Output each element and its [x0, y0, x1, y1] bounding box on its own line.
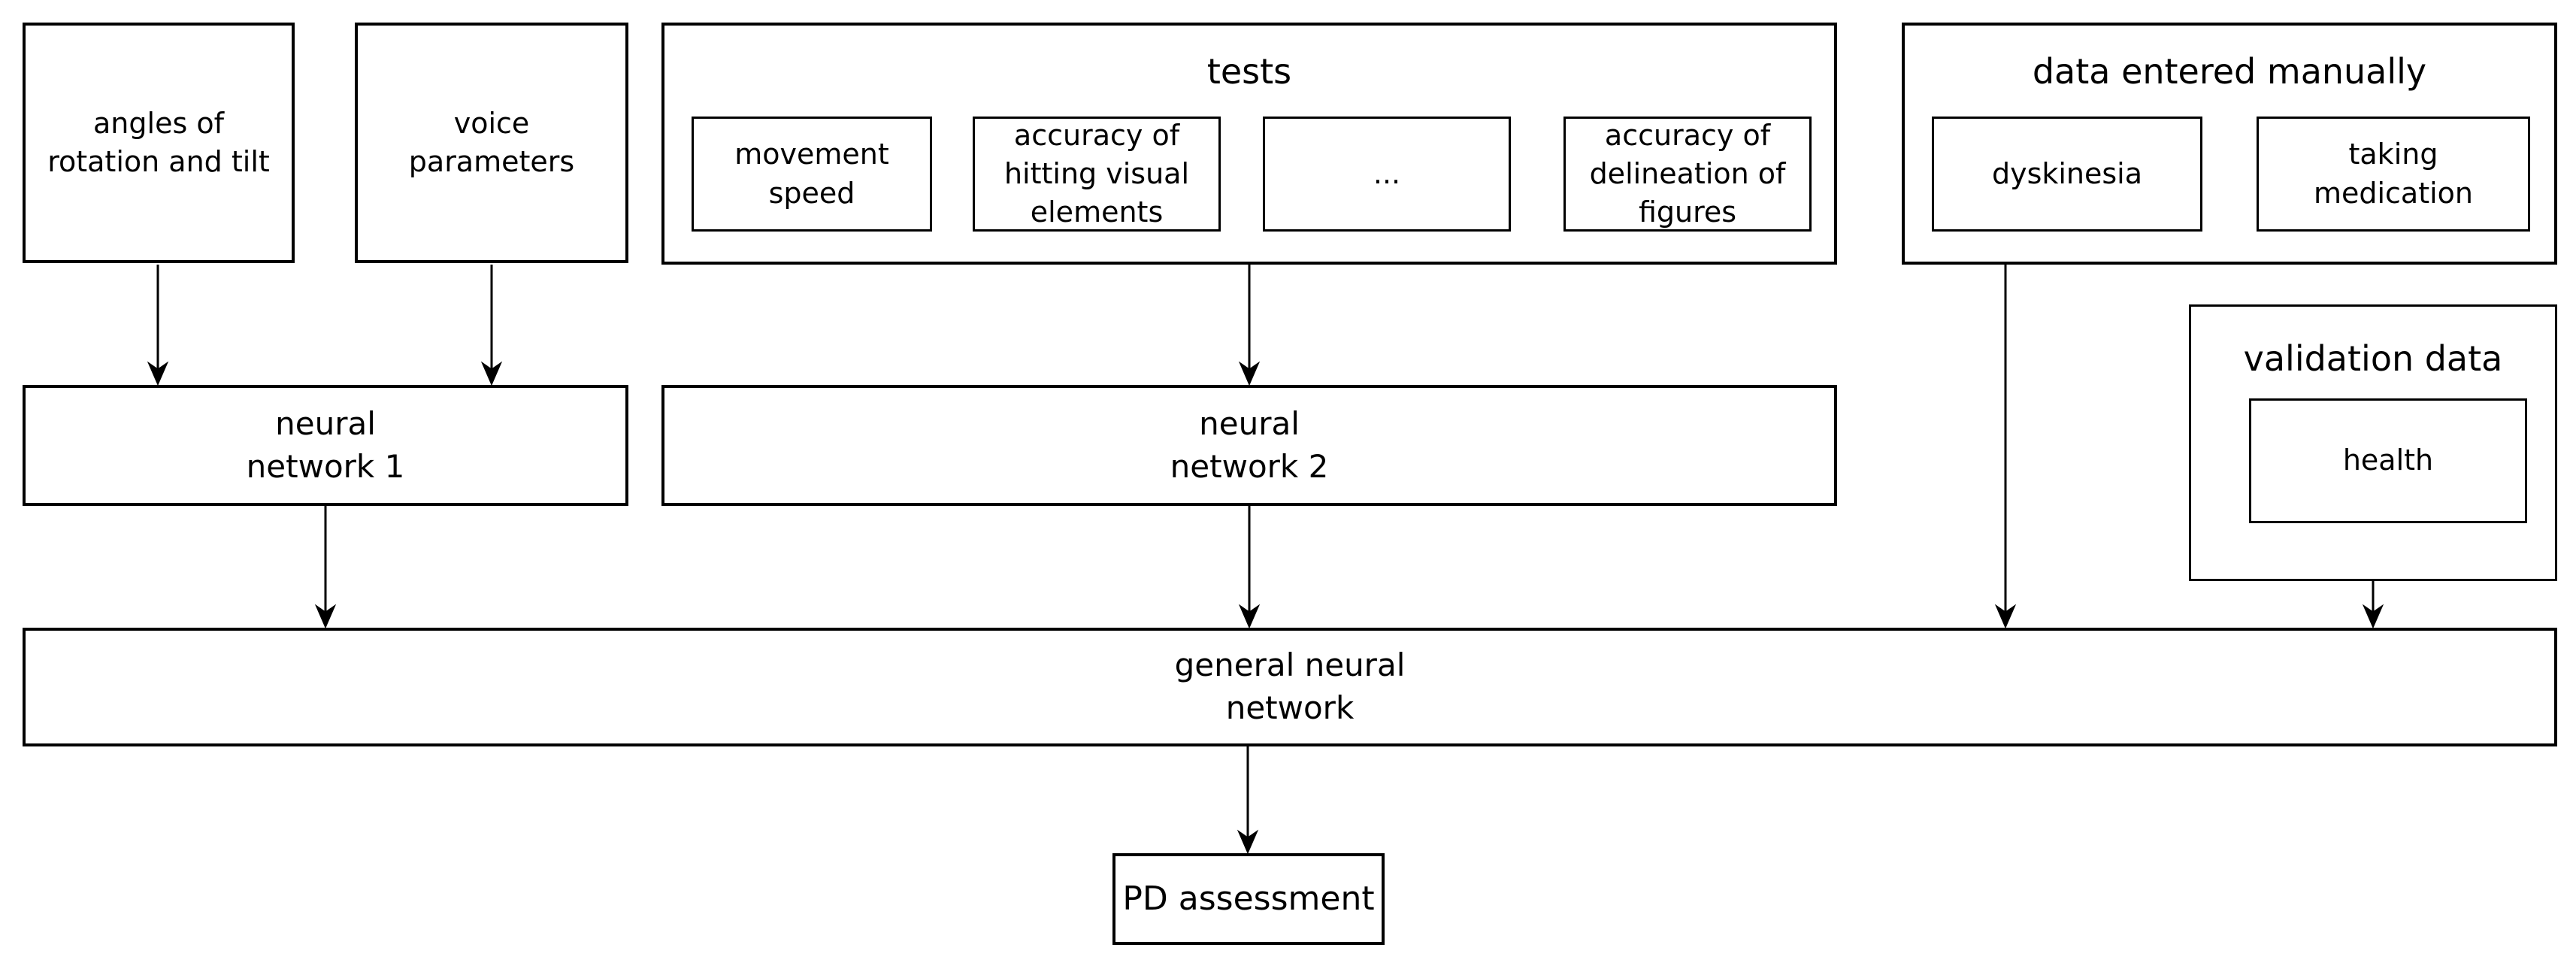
arrow-voice-to-nn1 [480, 265, 503, 386]
group-tests-label: tests [1206, 51, 1292, 92]
node-dyskinesia: dyskinesia [1932, 117, 2202, 232]
node-more-tests-ellipsis: ... [1263, 117, 1511, 232]
node-accuracy-delineation-figures: accuracy of delineation of figures [1563, 117, 1812, 232]
node-label: ... [1373, 156, 1401, 190]
node-label: accuracy of delineation of figures [1589, 118, 1786, 229]
node-neural-network-2: neural network 2 [661, 385, 1837, 506]
node-general-neural-network: general neural network [23, 628, 2557, 746]
node-accuracy-hitting-visual-elements: accuracy of hitting visual elements [973, 117, 1221, 232]
node-label: PD assessment [1122, 880, 1375, 919]
node-health: health [2249, 398, 2527, 523]
node-neural-network-1: neural network 1 [23, 385, 628, 506]
node-label: general neural network [1174, 646, 1406, 726]
arrow-tests-to-nn2 [1238, 265, 1261, 386]
arrow-nn1-to-general [314, 506, 337, 629]
node-movement-speed: movement speed [692, 117, 932, 232]
node-label: neural network 1 [246, 404, 405, 485]
node-label: dyskinesia [1991, 156, 2143, 190]
node-label: voice parameters [408, 106, 575, 178]
node-label: movement speed [734, 138, 889, 210]
node-label: accuracy of hitting visual elements [1003, 118, 1190, 229]
arrow-validation-data-to-general [2362, 581, 2384, 629]
node-label: taking medication [2313, 138, 2474, 210]
group-validation-data-label: validation data [2243, 338, 2503, 379]
node-voice-parameters: voice parameters [355, 23, 628, 263]
group-data-entered-manually-label: data entered manually [2032, 51, 2427, 92]
arrow-nn2-to-general [1238, 506, 1261, 629]
node-taking-medication: taking medication [2257, 117, 2530, 232]
node-angles-of-rotation-and-tilt: angles of rotation and tilt [23, 23, 295, 263]
arrow-angles-to-nn1 [147, 265, 169, 386]
node-label: health [2342, 444, 2434, 477]
node-label: neural network 2 [1170, 404, 1329, 485]
arrow-general-to-pd-assessment [1237, 746, 1259, 855]
node-pd-assessment: PD assessment [1112, 853, 1385, 945]
node-label: angles of rotation and tilt [47, 106, 270, 178]
arrow-data-entered-manually-to-general [1994, 265, 2017, 629]
